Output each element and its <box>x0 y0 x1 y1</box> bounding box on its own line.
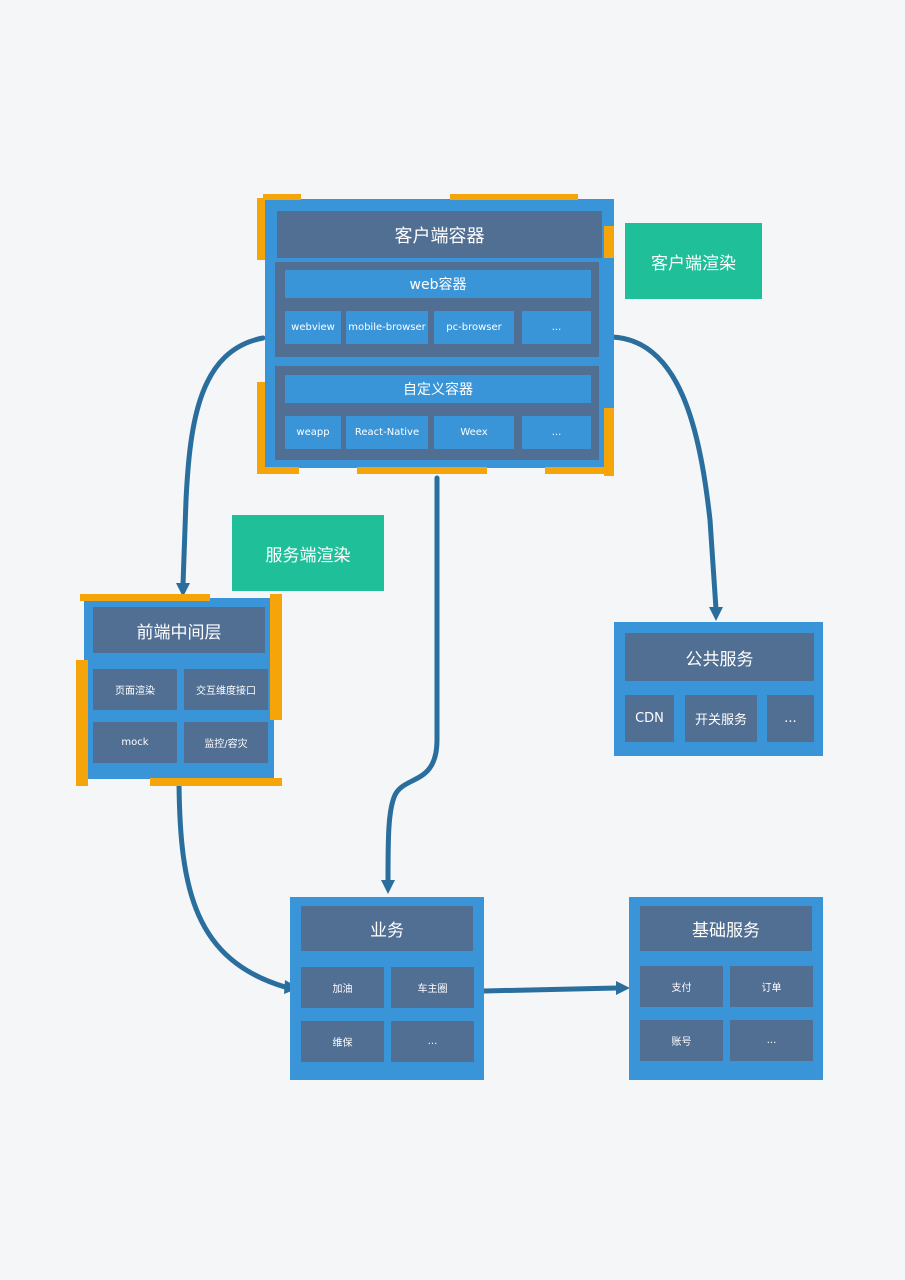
web-item-label: pc-browser <box>434 311 514 344</box>
business-title: 业务 <box>301 906 473 951</box>
accent-border <box>263 194 301 200</box>
base-item-account: 账号 <box>640 1020 723 1061</box>
custom-item-react-native: React-Native <box>346 416 428 449</box>
base-item-order: 订单 <box>730 966 813 1007</box>
accent-border <box>76 660 88 786</box>
frontend-middle-title: 前端中间层 <box>93 607 265 653</box>
web-item-pc-browser: pc-browser <box>434 311 514 344</box>
custom-container-title: 自定义容器 <box>285 375 591 403</box>
base-item-payment: 支付 <box>640 966 723 1007</box>
web-item-label: webview <box>285 311 341 344</box>
public-services-title: 公共服务 <box>625 633 814 681</box>
custom-item-more: ... <box>522 416 591 449</box>
arrow-business-to-base-services <box>481 981 630 995</box>
accent-border <box>263 467 299 474</box>
frontend-item-mock: mock <box>93 722 177 763</box>
arrow-client-to-public-services <box>609 334 723 621</box>
custom-item-weapp: weapp <box>285 416 341 449</box>
client-container-title: 客户端容器 <box>277 211 602 258</box>
web-container-title: web容器 <box>285 270 591 298</box>
frontend-item-monitor-dr: 监控/容灾 <box>184 722 268 763</box>
accent-border <box>270 594 282 720</box>
custom-item-label: ... <box>522 416 591 449</box>
arrow-client-to-frontend-middle <box>176 335 266 597</box>
web-item-label: mobile-browser <box>346 311 428 344</box>
accent-border <box>545 467 613 474</box>
accent-border <box>150 778 282 786</box>
accent-border <box>257 198 265 260</box>
custom-item-label: React-Native <box>346 416 428 449</box>
accent-border <box>450 194 578 200</box>
server-render-tag: 服务端渲染 <box>232 515 384 591</box>
business-item-more: ... <box>391 1021 474 1062</box>
web-item-more: ... <box>522 311 591 344</box>
accent-border <box>604 226 614 258</box>
business-item-refuel: 加油 <box>301 967 384 1008</box>
custom-item-label: Weex <box>434 416 514 449</box>
business-item-maintenance: 维保 <box>301 1021 384 1062</box>
business-item-owner-circle: 车主圈 <box>391 967 474 1008</box>
public-item-switch-service: 开关服务 <box>685 695 757 742</box>
accent-border <box>357 467 487 474</box>
public-item-cdn: CDN <box>625 695 674 742</box>
custom-item-weex: Weex <box>434 416 514 449</box>
public-item-more: ... <box>767 695 814 742</box>
accent-border <box>257 382 265 474</box>
frontend-item-page-render: 页面渲染 <box>93 669 177 710</box>
arrow-frontend-middle-to-business <box>176 780 299 994</box>
accent-border <box>604 408 614 476</box>
accent-border <box>80 594 210 601</box>
base-item-more: ... <box>730 1020 813 1061</box>
frontend-item-interaction-api: 交互维度接口 <box>184 669 268 710</box>
arrow-client-to-business <box>381 475 440 894</box>
web-item-label: ... <box>522 311 591 344</box>
custom-item-label: weapp <box>285 416 341 449</box>
web-item-webview: webview <box>285 311 341 344</box>
base-services-title: 基础服务 <box>640 906 812 951</box>
client-render-tag: 客户端渲染 <box>625 223 762 299</box>
web-item-mobile-browser: mobile-browser <box>346 311 428 344</box>
